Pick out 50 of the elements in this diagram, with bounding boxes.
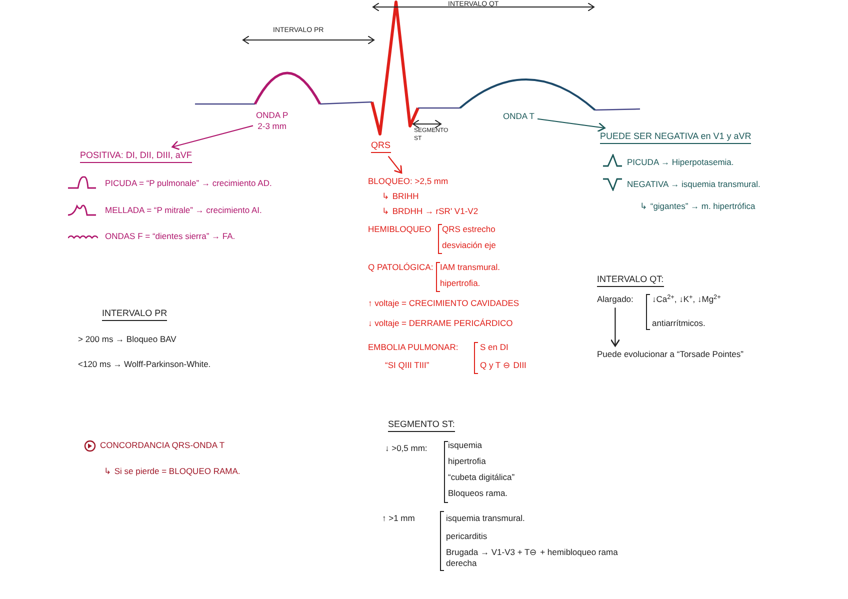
note-text: CONCORDANCIA QRS-ONDA T (100, 440, 225, 451)
note-text: ↓ >0,5 mm: (385, 443, 428, 454)
note-text: isquemia transmural. (446, 513, 525, 524)
note-heading: POSITIVA: DI, DII, DIII, aVF (80, 150, 192, 164)
section-heading: SEGMENTO ST: (388, 419, 455, 432)
note-heading: Alargado: (597, 294, 634, 305)
section-heading: INTERVALO PR (102, 308, 168, 322)
note-text: EMBOLIA PULMONAR: (368, 342, 458, 353)
note-text: ↑ voltaje = CRECIMIENTO CAVIDADES (368, 298, 520, 309)
note-text: ↳ BRIHH (382, 191, 419, 202)
note-text: ↓ voltaje = DERRAME PERICÁRDICO (368, 318, 513, 329)
note-text: > 200 ms → Bloqueo BAV (78, 334, 176, 345)
note-text: MELLADA = “P mitrale” → crecimiento AI. (105, 205, 262, 216)
note-heading: PUEDE SER NEGATIVA en V1 y aVR (600, 131, 752, 144)
note-text: Bloqueos rama. (448, 488, 508, 499)
note-text: ↳ BRDHH → rSR' V1-V2 (382, 206, 478, 217)
section-heading: INTERVALO QT: (597, 274, 664, 288)
note-text: IAM transmural. (440, 262, 500, 273)
note-text: HEMIBLOQUEO (368, 224, 432, 235)
note-text: isquemia (448, 440, 482, 451)
note-text: “SI QIII TIII” (385, 360, 430, 371)
note-text: ↳ Si se pierde = BLOQUEO RAMA. (104, 466, 240, 477)
note-heading: BLOQUEO: >2,5 mm (368, 176, 448, 187)
note-text: hipertrofia (448, 456, 486, 467)
note-text: Brugada → V1-V3 + T⊖ + hemibloqueo rama derecha (446, 547, 619, 568)
note-text: pericarditis (446, 531, 488, 542)
arrow (172, 125, 254, 150)
note-text: PICUDA = “P pulmonale” → crecimiento AD. (105, 178, 272, 189)
note-text: Q y T ⊖ DIII (480, 360, 526, 371)
note-text: <120 ms → Wolff-Parkinson-White. (78, 359, 211, 370)
note-heading: ONDA T (503, 111, 534, 122)
note-text: S en DI (480, 342, 508, 353)
arrow (537, 118, 606, 132)
note-text: desviación eje (442, 240, 496, 251)
note-text: ONDAS F = “dientes sierra” → FA. (105, 231, 236, 242)
note-heading: ONDA P 2-3 mm (256, 110, 288, 132)
note-text: QRS estrecho (442, 224, 496, 235)
arrow (388, 156, 402, 174)
note-text: PICUDA → Hiperpotasemia. (627, 157, 734, 168)
note-heading: QRS (371, 140, 391, 154)
note-text: ↓Ca$^{2+}$, ↓K$^{+}$, ↓Mg$^{2+}$ (652, 294, 721, 305)
note-text: “cubeta digitálica” (448, 472, 515, 483)
note-heading: Puede evolucionar a “Torsade Pointes” (597, 349, 744, 360)
note-text: ↳ “gigantes” → m. hipertrófica (640, 201, 756, 212)
note-text: Q PATOLÓGICA: (368, 262, 434, 273)
arrow (610, 308, 620, 347)
note-text: antiarrítmicos. (652, 318, 706, 329)
note-text: ↑ >1 mm (382, 513, 415, 524)
note-text: NEGATIVA → isquemia transmural. (627, 179, 760, 190)
note-text: hipertrofia. (440, 278, 480, 289)
